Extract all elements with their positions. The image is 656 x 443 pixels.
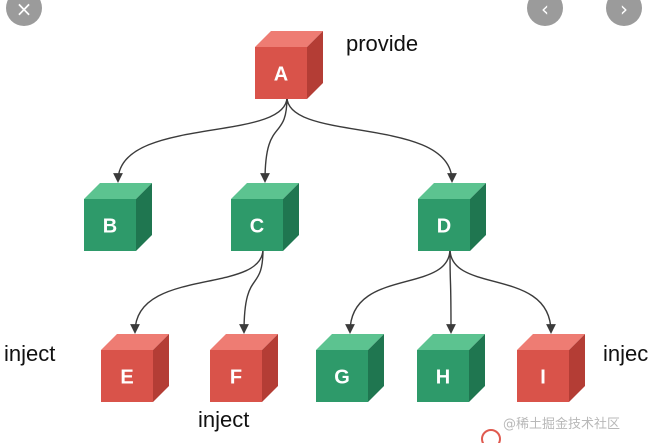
cube-top-face xyxy=(517,334,585,350)
node-g: G xyxy=(316,334,384,402)
cube-side-face xyxy=(470,183,486,251)
edge-c-f xyxy=(239,248,264,334)
cube-side-face xyxy=(368,334,384,402)
node-label: F xyxy=(230,366,242,388)
cube-front-face xyxy=(417,350,469,402)
cube-side-face xyxy=(569,334,585,402)
node-label: E xyxy=(120,366,133,388)
cube-side-face xyxy=(136,183,152,251)
nodes: A B C D E F G H I xyxy=(84,31,585,402)
edge-d-i xyxy=(449,248,556,334)
inject-label-bottom: inject xyxy=(198,407,249,432)
node-label: C xyxy=(250,215,264,237)
cube-top-face xyxy=(417,334,485,350)
node-b: B xyxy=(84,183,152,251)
cube-front-face xyxy=(517,350,569,402)
edge-a-d xyxy=(286,96,457,183)
cube-front-face xyxy=(84,199,136,251)
node-c: C xyxy=(231,183,299,251)
inject-label-left: inject xyxy=(4,341,55,366)
cube-side-face xyxy=(307,31,323,99)
edge-a-b xyxy=(113,96,288,183)
cube-top-face xyxy=(101,334,169,350)
node-a: A xyxy=(255,31,323,99)
watermark-circle-icon xyxy=(481,429,501,443)
cube-side-face xyxy=(469,334,485,402)
cube-front-face xyxy=(316,350,368,402)
chevron-left-icon: ‹ xyxy=(541,0,549,21)
edge-c-e xyxy=(130,248,264,334)
node-label: B xyxy=(103,215,117,237)
cube-top-face xyxy=(255,31,323,47)
node-label: H xyxy=(436,366,450,388)
watermark: @稀土掘金技术社区 xyxy=(503,416,620,432)
cube-front-face xyxy=(231,199,283,251)
edges xyxy=(113,96,556,334)
node-label: I xyxy=(540,366,546,388)
cube-top-face xyxy=(316,334,384,350)
cube-top-face xyxy=(418,183,486,199)
cube-side-face xyxy=(153,334,169,402)
cube-top-face xyxy=(210,334,278,350)
edge-a-c xyxy=(260,96,288,183)
cube-top-face xyxy=(84,183,152,199)
cube-front-face xyxy=(255,47,307,99)
cube-side-face xyxy=(262,334,278,402)
inject-label-right: injec xyxy=(603,341,648,366)
cube-front-face xyxy=(101,350,153,402)
provide-label: provide xyxy=(346,31,418,56)
cube-front-face xyxy=(418,199,470,251)
cube-front-face xyxy=(210,350,262,402)
node-label: D xyxy=(437,215,451,237)
node-label: G xyxy=(334,366,350,388)
node-f: F xyxy=(210,334,278,402)
edge-d-h xyxy=(446,248,456,334)
close-icon: × xyxy=(15,0,33,21)
node-label: A xyxy=(274,63,288,85)
node-i: I xyxy=(517,334,585,402)
node-h: H xyxy=(417,334,485,402)
cube-top-face xyxy=(231,183,299,199)
previous-button[interactable]: ‹ xyxy=(527,0,563,26)
close-button[interactable]: × xyxy=(6,0,42,26)
chevron-right-icon: › xyxy=(620,0,628,21)
node-d: D xyxy=(418,183,486,251)
cube-side-face xyxy=(283,183,299,251)
edge-d-g xyxy=(345,248,451,334)
node-e: E xyxy=(101,334,169,402)
